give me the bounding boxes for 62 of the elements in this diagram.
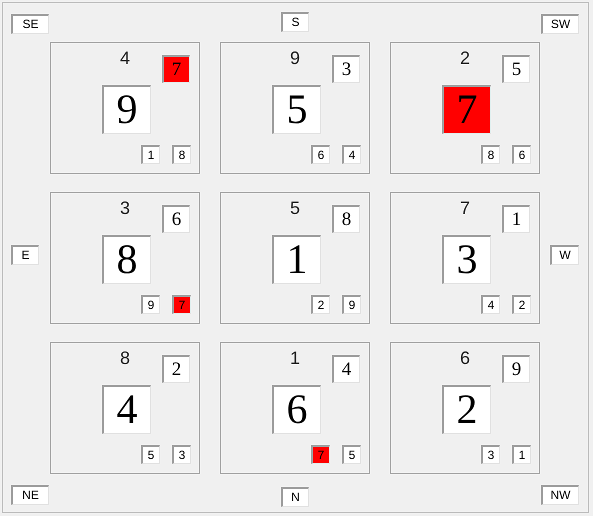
star-number-box: 5: [502, 55, 530, 83]
small-number-box: 3: [172, 445, 191, 464]
highlighted-number-box: 7: [442, 85, 491, 134]
direction-label: NE: [11, 485, 49, 505]
large-number-box: 6: [272, 385, 321, 434]
grid-panel: [220, 192, 370, 324]
direction-label: S: [281, 12, 309, 32]
small-number-box: 3: [481, 445, 500, 464]
small-number-box: 8: [172, 145, 191, 164]
small-number-box: 5: [141, 445, 160, 464]
direction-label: E: [11, 245, 39, 265]
heading-number: 1: [290, 348, 300, 368]
large-number-box: 5: [272, 85, 321, 134]
large-number-box: 9: [102, 85, 151, 134]
small-number-box: 8: [481, 145, 500, 164]
direction-label: N: [281, 487, 309, 507]
grid-panel: [390, 42, 540, 174]
heading-number: 2: [460, 48, 470, 68]
star-number-box: 2: [162, 355, 190, 383]
star-number-box: 1: [502, 205, 530, 233]
small-number-box: 2: [512, 295, 531, 314]
direction-label: SW: [541, 14, 579, 34]
grid-panel: [50, 342, 200, 474]
small-number-box: 5: [342, 445, 361, 464]
star-number-box: 6: [162, 205, 190, 233]
highlighted-number-box: 7: [311, 445, 330, 464]
grid-panel: [50, 192, 200, 324]
heading-number: 5: [290, 198, 300, 218]
star-number-box: 4: [332, 355, 360, 383]
small-number-box: 1: [512, 445, 531, 464]
direction-label: NW: [541, 485, 579, 505]
direction-label: SE: [11, 14, 49, 34]
large-number-box: 1: [272, 235, 321, 284]
large-number-box: 8: [102, 235, 151, 284]
small-number-box: 6: [512, 145, 531, 164]
heading-number: 8: [120, 348, 130, 368]
small-number-box: 4: [481, 295, 500, 314]
direction-label: W: [550, 245, 579, 265]
star-number-box: 8: [332, 205, 360, 233]
small-number-box: 2: [311, 295, 330, 314]
grid-panel: [390, 342, 540, 474]
small-number-box: 4: [342, 145, 361, 164]
heading-number: 9: [290, 48, 300, 68]
grid-panel: [220, 342, 370, 474]
star-number-box: 3: [332, 55, 360, 83]
heading-number: 3: [120, 198, 130, 218]
small-number-box: 9: [141, 295, 160, 314]
large-number-box: 3: [442, 235, 491, 284]
grid-panel: [390, 192, 540, 324]
small-number-box: 1: [141, 145, 160, 164]
grid-panel: [220, 42, 370, 174]
large-number-box: 2: [442, 385, 491, 434]
highlighted-number-box: 7: [172, 295, 191, 314]
small-number-box: 6: [311, 145, 330, 164]
large-number-box: 4: [102, 385, 151, 434]
highlighted-number-box: 7: [162, 55, 190, 83]
heading-number: 6: [460, 348, 470, 368]
heading-number: 4: [120, 48, 130, 68]
star-number-box: 9: [502, 355, 530, 383]
small-number-box: 9: [342, 295, 361, 314]
grid-panel: [50, 42, 200, 174]
heading-number: 7: [460, 198, 470, 218]
